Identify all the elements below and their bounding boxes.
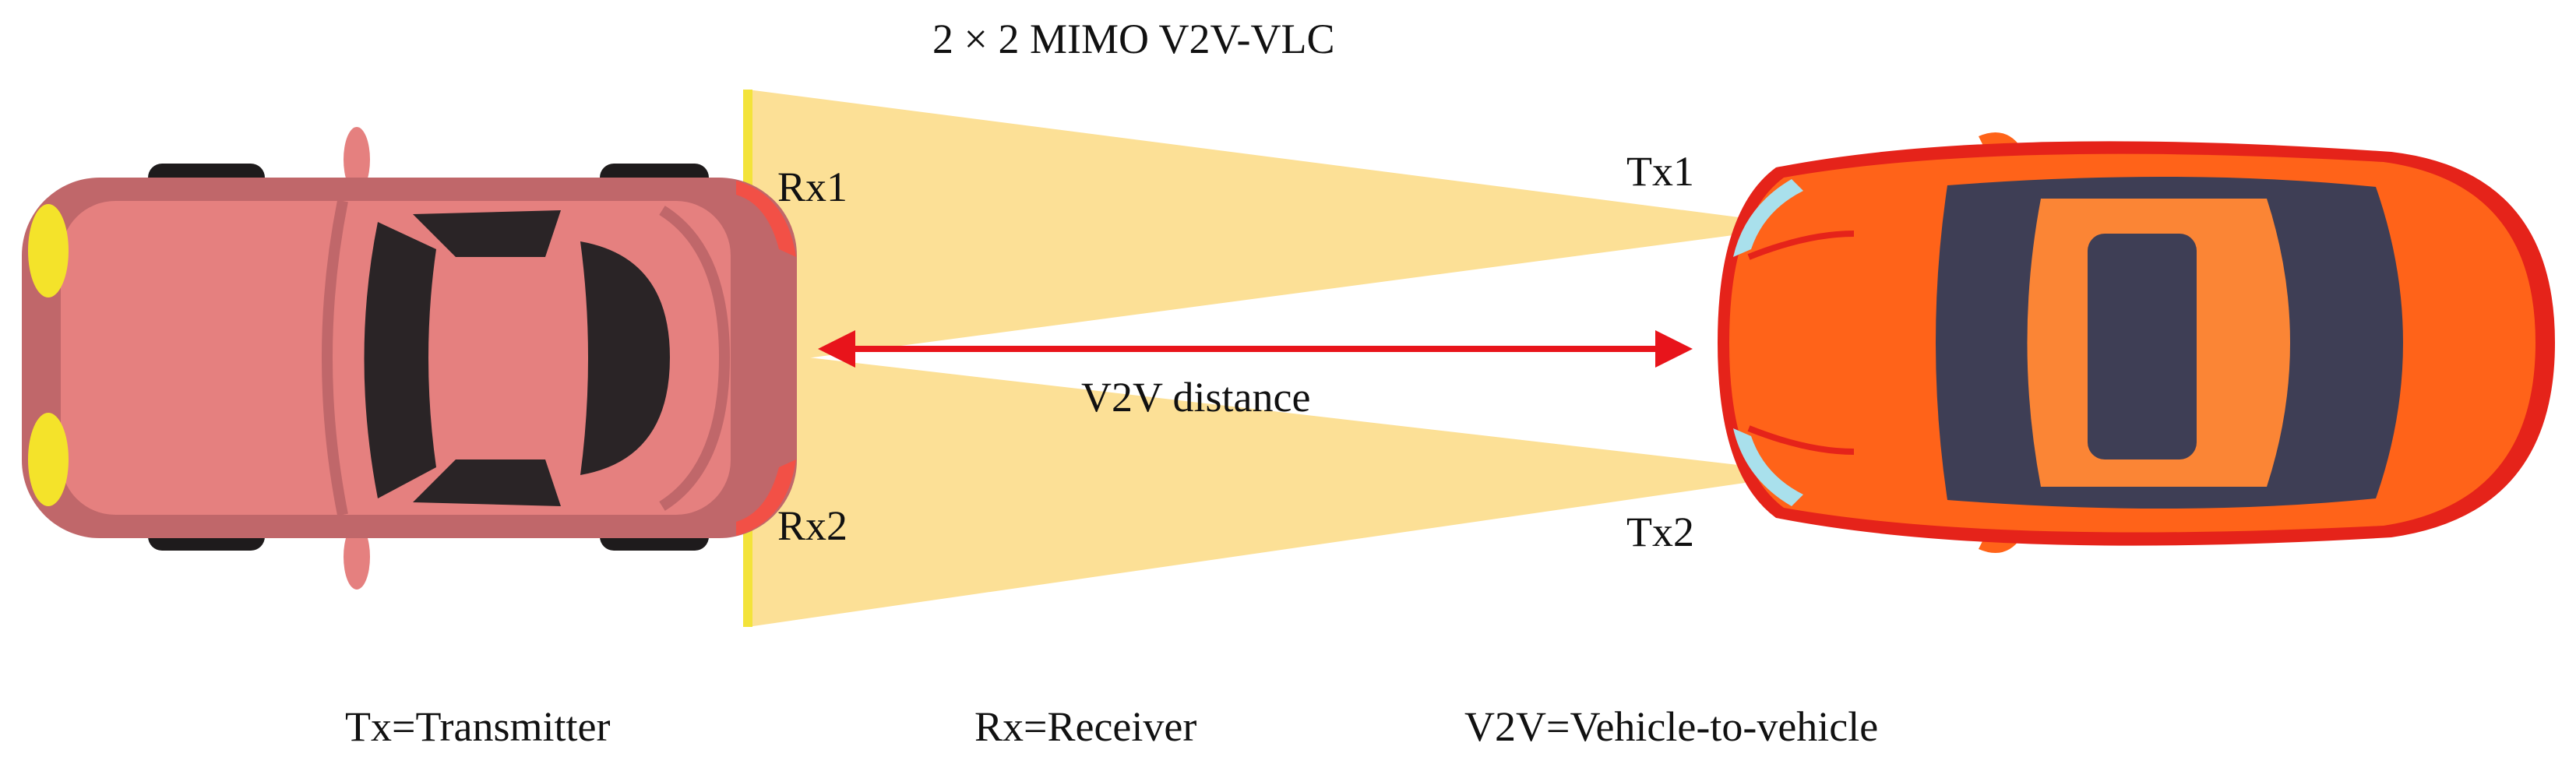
diagram-title: 2 × 2 MIMO V2V-VLC	[932, 16, 1335, 62]
left-car-mirror-bottom	[344, 524, 370, 590]
legend-rx: Rx=Receiver	[974, 703, 1196, 750]
left-car-side-window-top	[413, 210, 561, 257]
left-car-mirror-top	[344, 127, 370, 192]
left-car-headlight-top	[28, 204, 69, 297]
left-car-taillight-top	[736, 181, 796, 257]
legend-v2v: V2V=Vehicle-to-vehicle	[1464, 703, 1878, 750]
left-car-windshield	[364, 222, 436, 498]
left-car-trunk-line	[659, 206, 731, 511]
right-car-headlight-bottom	[1733, 428, 1803, 506]
left-car	[22, 127, 797, 590]
tx2-label: Tx2	[1626, 509, 1694, 555]
left-car-roof	[456, 261, 580, 456]
left-car-taillight-bottom	[736, 459, 796, 536]
left-car-rear-window	[580, 241, 670, 475]
rx1-label: Rx1	[777, 164, 848, 210]
tx1-label: Tx1	[1626, 148, 1694, 195]
right-car	[1718, 132, 2555, 553]
legend-tx: Tx=Transmitter	[345, 703, 610, 750]
rx2-label: Rx2	[777, 502, 848, 549]
distance-label: V2V distance	[1081, 374, 1310, 421]
lower-light-beam	[748, 350, 1745, 627]
right-car-sunroof	[2088, 234, 2197, 459]
right-car-hood-crease-top	[1747, 231, 1855, 260]
left-car-headlight-bottom	[28, 413, 69, 506]
left-car-side-window-bottom	[413, 459, 561, 506]
right-car-headlight-top	[1733, 179, 1803, 257]
upper-light-beam	[748, 90, 1745, 366]
right-car-hood-crease-bottom	[1747, 425, 1855, 455]
left-car-hood-line	[322, 199, 348, 516]
